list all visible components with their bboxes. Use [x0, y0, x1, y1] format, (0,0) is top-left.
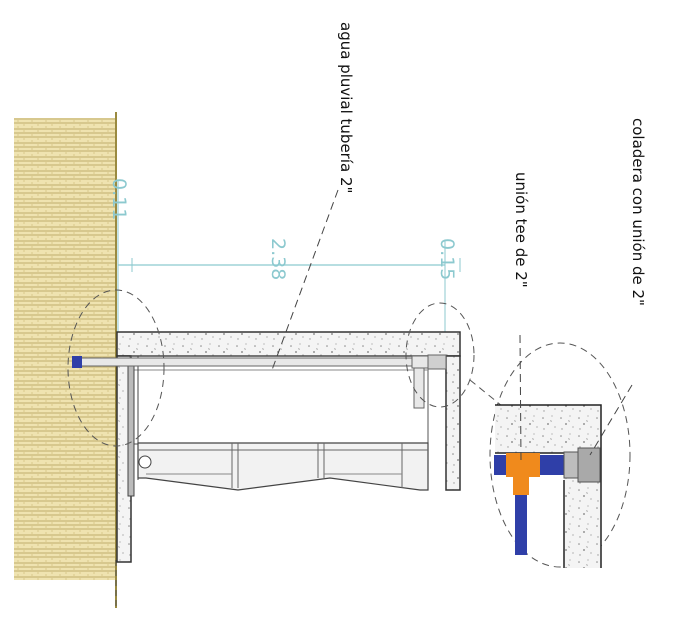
label-pipe: agua pluvial tubería 2": [337, 22, 355, 193]
rainwater-pipe: [77, 357, 429, 367]
dimension-span: 2.38: [267, 238, 289, 280]
detail-strainer: [577, 447, 601, 483]
leader-pipe: [271, 189, 339, 371]
detail-slab: [495, 405, 601, 453]
leader-tee: [519, 334, 522, 461]
detail-circle-large: [489, 342, 631, 568]
detail-pipe-vertical: [515, 495, 527, 555]
left-hanger: [127, 359, 135, 497]
detail-tee-fitting: [506, 453, 540, 477]
inner-frame: [130, 355, 429, 445]
leader-strainer: [589, 384, 633, 456]
right-concrete-wall: [445, 355, 461, 491]
detail-leader: [469, 379, 503, 407]
lower-truss: [137, 442, 429, 491]
bolt-circle: [138, 455, 152, 469]
detail-union: [563, 451, 579, 479]
truss-outline: [137, 442, 429, 491]
wall-pipe-end: [72, 356, 82, 368]
detail-circle-right: [405, 302, 475, 408]
detail-tee-branch: [513, 477, 529, 495]
strainer-main: [427, 354, 447, 370]
concrete-slab: [116, 331, 461, 357]
label-strainer: coladera con unión de 2": [629, 118, 647, 306]
brick-wall: [14, 118, 116, 580]
downpipe: [413, 367, 425, 409]
enlarged-detail: [489, 342, 631, 568]
detail-circle-left: [67, 289, 165, 447]
dimension-left-offset: 0.11: [108, 178, 130, 220]
label-tee: unión tee de 2": [512, 172, 530, 288]
dimension-group: [117, 180, 461, 332]
tee-fitting-main: [411, 355, 429, 369]
dimension-right-offset: 0.15: [436, 238, 458, 280]
